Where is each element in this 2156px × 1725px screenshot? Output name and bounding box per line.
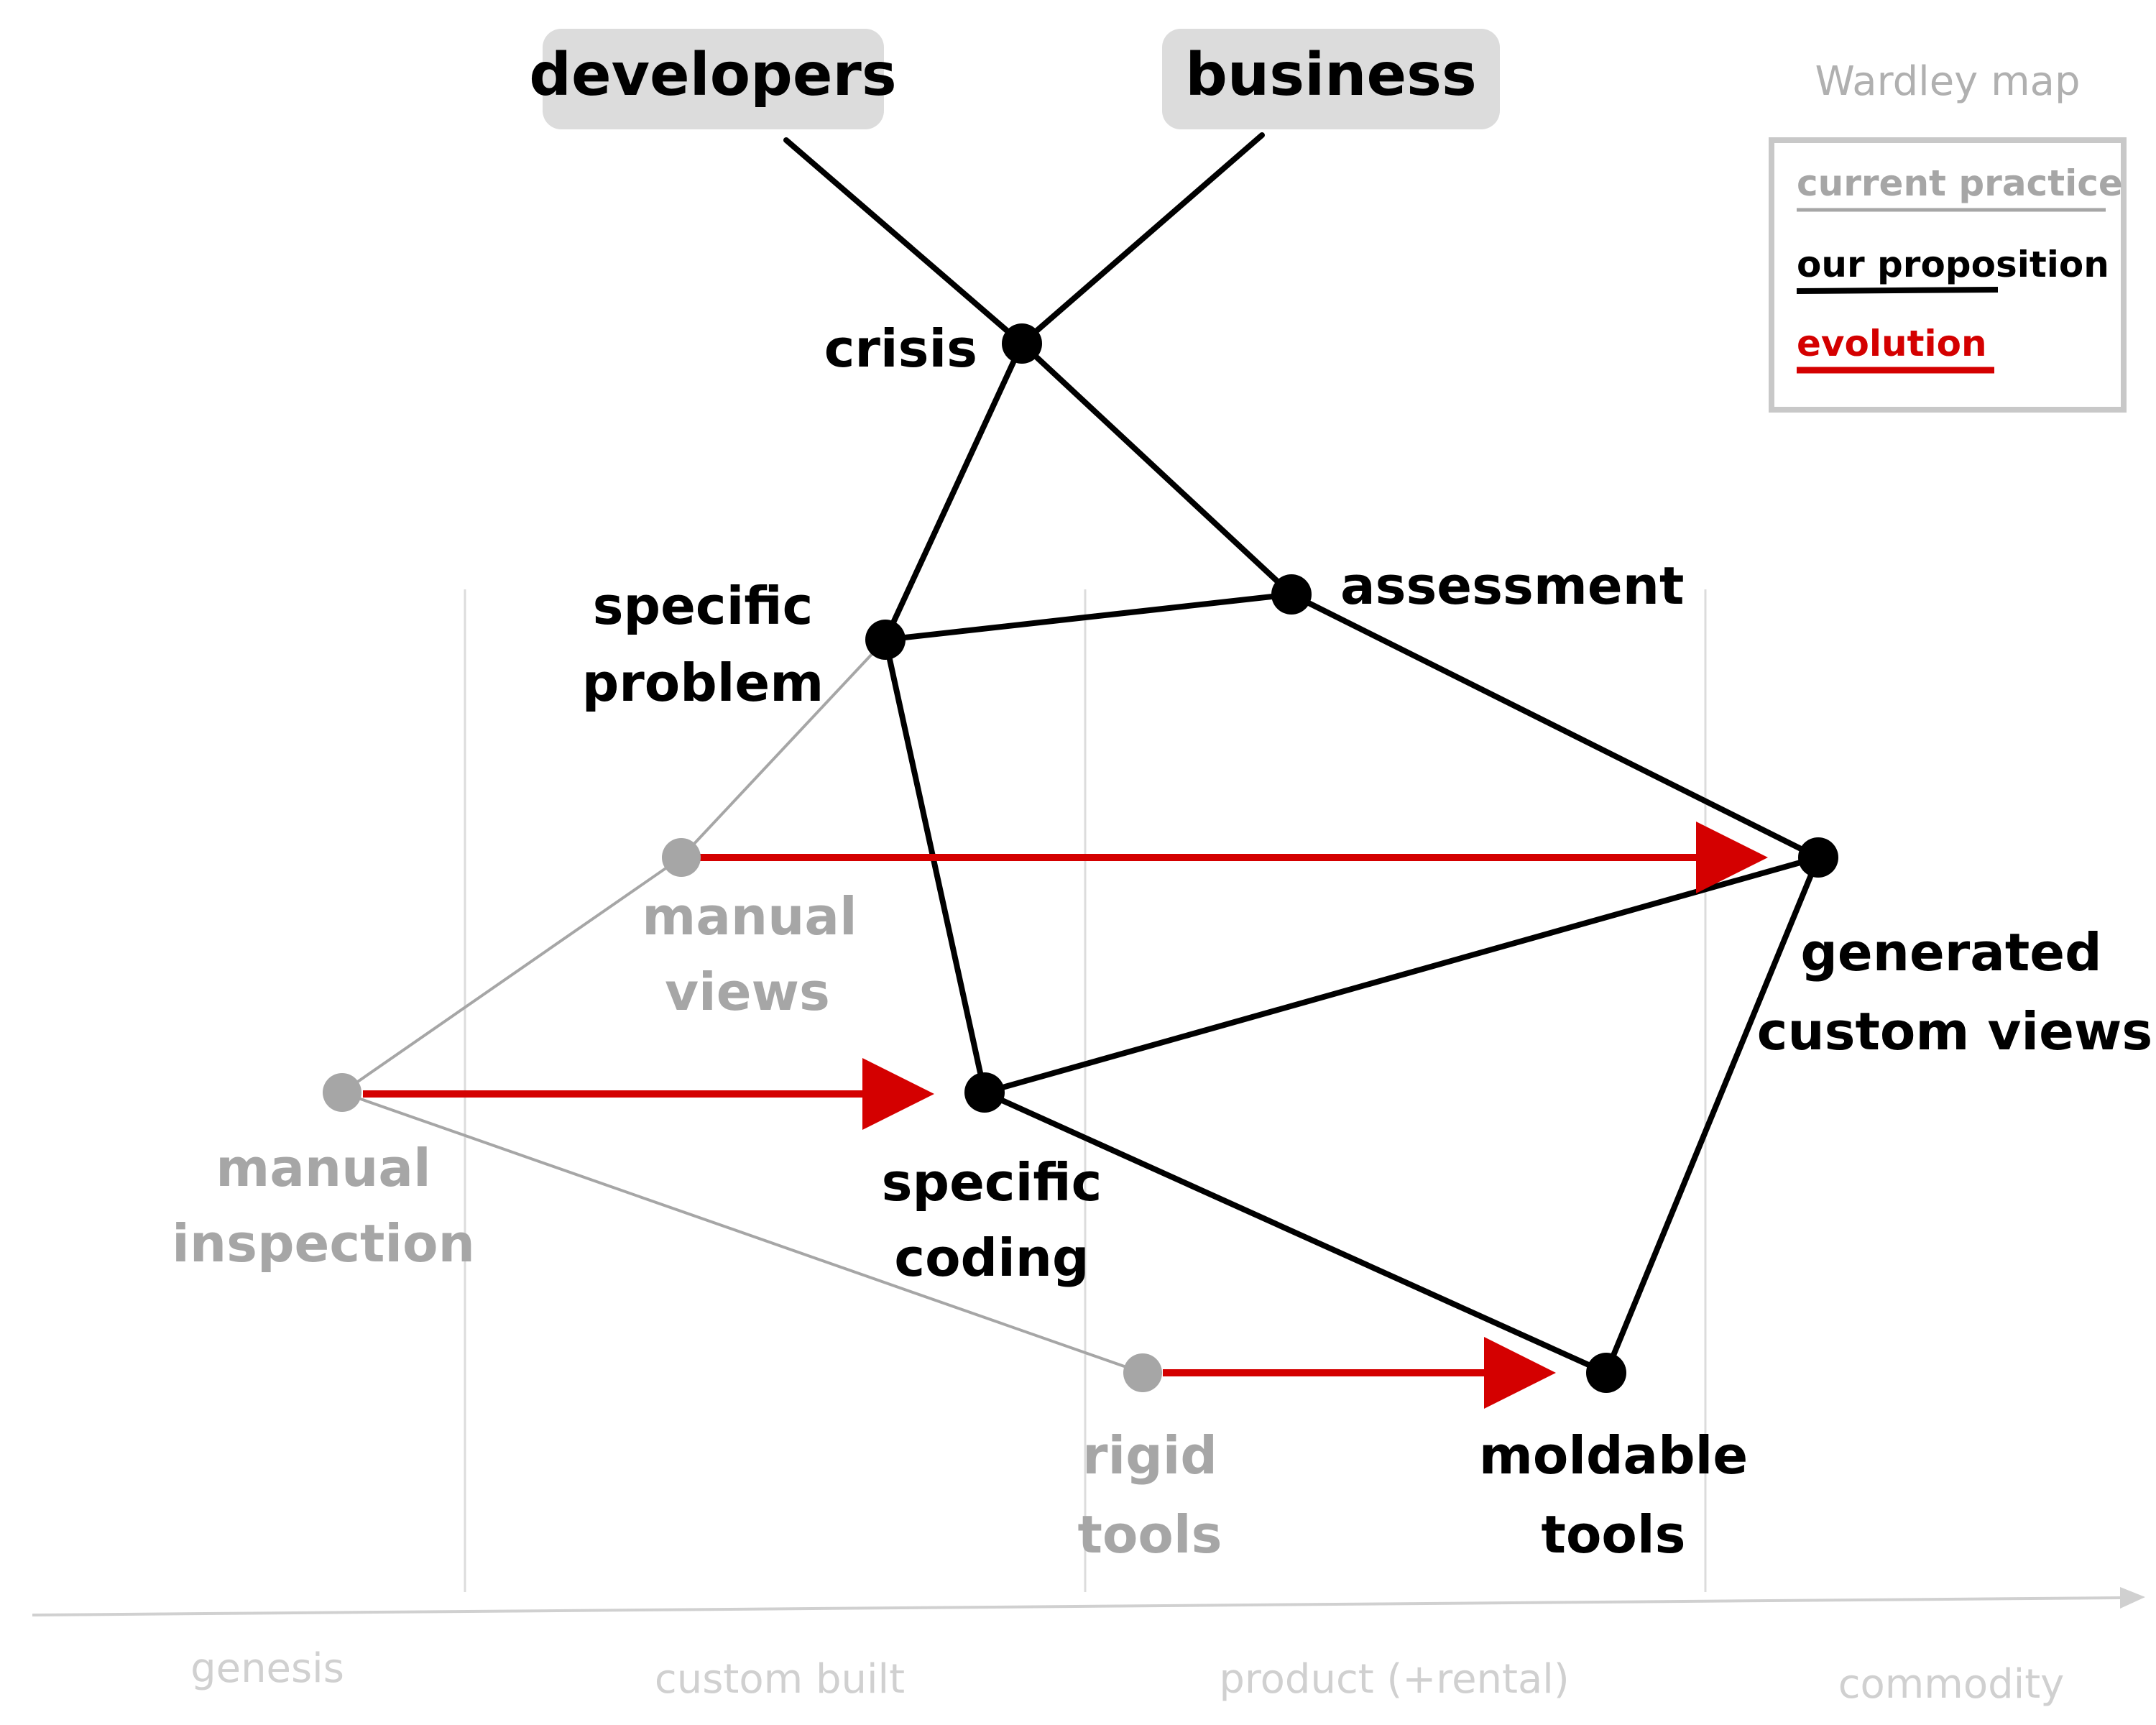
manual-inspection-label-line2: inspection <box>172 1213 475 1274</box>
link-crisis-problem <box>883 341 1025 643</box>
legend-proposition-swatch <box>1796 287 1999 294</box>
node-moldable-tools <box>1586 1353 1626 1393</box>
assessment-label: assessment <box>1340 556 1684 616</box>
link-assessment-generated <box>1289 592 1821 860</box>
developers-box <box>543 29 884 129</box>
node-rigid-tools <box>1123 1353 1162 1392</box>
generated-views-label-line2: custom views <box>1757 1001 2153 1062</box>
proposition-links <box>783 132 1821 1376</box>
axis-arrow-icon <box>2120 1587 2145 1609</box>
business-label: business <box>1185 41 1477 109</box>
link-problem-assessment <box>883 592 1294 643</box>
manual-views-label-line1: manual <box>642 886 857 947</box>
moldable-tools-label-line1: moldable <box>1479 1425 1748 1486</box>
rigid-tools-label-line2: tools <box>1078 1504 1222 1565</box>
specific-coding-label-line2: coding <box>894 1228 1089 1288</box>
specific-coding-label-line1: specific <box>882 1152 1102 1213</box>
developers-label: developers <box>529 41 896 109</box>
link-problem-coding <box>883 637 987 1095</box>
link-problem-manual-views <box>680 638 887 859</box>
business-box <box>1162 29 1500 129</box>
user-developers: developers <box>529 29 897 129</box>
current-links <box>341 638 1143 1374</box>
crisis-label: crisis <box>824 318 977 379</box>
specific-problem-label-line2: problem <box>582 653 824 713</box>
stage-genesis: genesis <box>190 1645 344 1692</box>
stage-custom-built: custom built <box>655 1656 905 1703</box>
user-business: business <box>1162 29 1500 129</box>
link-inspection-rigid <box>341 1091 1143 1374</box>
link-coding-generated <box>982 855 1821 1095</box>
legend-evolution-label: evolution <box>1797 323 1987 364</box>
node-crisis <box>1002 323 1042 364</box>
legend-current-label: current practice <box>1797 162 2123 204</box>
link-coding-moldable <box>982 1090 1609 1376</box>
node-assessment <box>1271 574 1312 615</box>
manual-inspection-label-line1: manual <box>216 1138 430 1198</box>
node-specific-problem <box>865 620 906 660</box>
node-manual-views <box>662 838 701 877</box>
generated-views-label-line1: generated <box>1800 922 2101 983</box>
legend-box <box>1769 137 2127 413</box>
node-manual-inspection <box>323 1073 361 1112</box>
node-generated-views <box>1798 837 1838 878</box>
link-generated-moldable <box>1603 855 1821 1376</box>
specific-problem-label-line1: specific <box>593 576 814 636</box>
link-manual-views-inspection <box>341 856 683 1094</box>
nodes <box>323 323 1838 1393</box>
link-developers-crisis <box>783 137 1025 346</box>
legend-proposition-label: our proposition <box>1797 244 2109 285</box>
link-business-crisis <box>1019 132 1265 346</box>
manual-views-label-line2: views <box>665 962 830 1022</box>
legend: Wardley map current practice our proposi… <box>1769 58 2127 413</box>
map-title: Wardley map <box>1815 58 2080 105</box>
link-crisis-assessment <box>1019 341 1294 597</box>
axis-line <box>32 1596 2121 1616</box>
stage-product: product (+rental) <box>1219 1656 1569 1703</box>
rigid-tools-label-line1: rigid <box>1082 1425 1217 1486</box>
evolution-arrows <box>363 822 1768 1409</box>
stage-commodity: commodity <box>1838 1661 2065 1708</box>
node-specific-coding <box>964 1072 1005 1113</box>
stage-labels: genesis custom built product (+rental) c… <box>190 1645 2064 1708</box>
evolution-axis <box>32 1587 2145 1616</box>
node-labels: crisis specific problem assessment manua… <box>172 318 2152 1565</box>
moldable-tools-label-line2: tools <box>1542 1504 1686 1565</box>
